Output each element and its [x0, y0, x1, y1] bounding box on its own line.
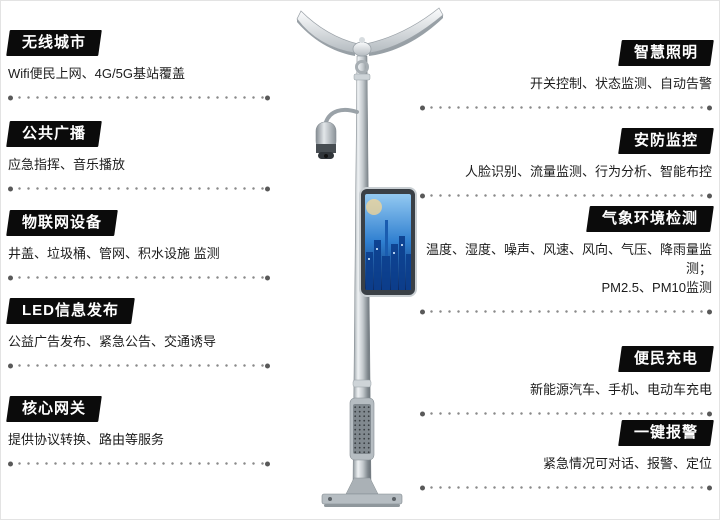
feature-title-box: LED信息发布	[8, 298, 133, 324]
feature-title: 公共广播	[22, 125, 87, 142]
lamp-hub-knob	[359, 37, 365, 43]
feature-wireless-city: 无线城市 Wifi便民上网、4G/5G基站覆盖	[8, 30, 288, 100]
pole-ring	[355, 60, 369, 74]
feature-title-box: 物联网设备	[8, 210, 116, 236]
dotted-connector	[8, 461, 270, 466]
lamp-hub	[352, 41, 372, 57]
feature-title: 物联网设备	[22, 214, 103, 231]
feature-sos-alarm: 一键报警 紧急情况可对话、报警、定位	[412, 420, 712, 490]
feature-desc-line2: PM2.5、PM10监测	[601, 280, 712, 295]
feature-desc: 井盖、垃圾桶、管网、积水设施 监测	[8, 246, 220, 261]
feature-title: 气象环境检测	[601, 210, 698, 227]
dotted-connector	[420, 411, 712, 416]
feature-desc: 应急指挥、音乐播放	[8, 157, 126, 172]
pole-collar-top	[353, 73, 371, 81]
feature-title-box: 安防监控	[620, 128, 712, 154]
feature-title: 便民充电	[633, 350, 698, 367]
feature-title: 一键报警	[633, 424, 698, 441]
feature-title: 无线城市	[22, 34, 87, 51]
security-camera-icon	[315, 107, 359, 159]
feature-desc: 开关控制、状态监测、自动告警	[529, 76, 712, 91]
feature-desc: Wifi便民上网、4G/5G基站覆盖	[8, 66, 185, 81]
dotted-connector	[8, 363, 270, 368]
feature-title-box: 便民充电	[620, 346, 712, 372]
pole-base	[321, 477, 403, 507]
led-screen	[359, 187, 417, 297]
dotted-connector	[420, 105, 712, 110]
dotted-connector	[8, 275, 270, 280]
feature-title-box: 一键报警	[620, 420, 712, 446]
feature-desc: 公益广告发布、紧急公告、交通诱导	[8, 334, 217, 349]
feature-desc: 紧急情况可对话、报警、定位	[542, 456, 712, 471]
feature-desc: 温度、湿度、噪声、风速、风向、气压、降雨量监测；	[425, 242, 712, 276]
feature-title-box: 无线城市	[8, 30, 100, 56]
dotted-connector	[8, 95, 270, 100]
smart-pole-svg	[296, 7, 444, 507]
city-skyline	[366, 236, 411, 290]
feature-title: 核心网关	[22, 400, 87, 417]
feature-title-box: 智慧照明	[620, 40, 712, 66]
smart-pole-illustration	[272, 0, 472, 520]
lamp-arm-left-icon	[296, 10, 359, 56]
lamp-arm-right-icon	[365, 7, 444, 56]
feature-title-box: 核心网关	[8, 396, 100, 422]
feature-security-monitoring: 安防监控 人脸识别、流量监测、行为分析、智能布控	[412, 128, 712, 198]
feature-iot-devices: 物联网设备 井盖、垃圾桶、管网、积水设施 监测	[8, 210, 288, 280]
feature-led-info: LED信息发布 公益广告发布、紧急公告、交通诱导	[8, 298, 288, 368]
feature-title: 智慧照明	[633, 44, 698, 61]
speaker-grille	[349, 397, 375, 461]
dotted-connector	[420, 193, 712, 198]
feature-desc: 提供协议转换、路由等服务	[8, 432, 165, 447]
feature-weather-monitoring: 气象环境检测 温度、湿度、噪声、风速、风向、气压、降雨量监测； PM2.5、PM…	[412, 206, 712, 314]
feature-core-gateway: 核心网关 提供协议转换、路由等服务	[8, 396, 288, 466]
feature-title: LED信息发布	[22, 302, 120, 319]
dotted-connector	[420, 485, 712, 490]
feature-title-box: 气象环境检测	[588, 206, 712, 232]
feature-desc: 人脸识别、流量监测、行为分析、智能布控	[464, 164, 712, 179]
feature-smart-lighting: 智慧照明 开关控制、状态监测、自动告警	[412, 40, 712, 110]
dotted-connector	[420, 309, 712, 314]
pole-collar-mid	[352, 379, 372, 388]
feature-ev-charging: 便民充电 新能源汽车、手机、电动车充电	[412, 346, 712, 416]
feature-public-broadcast: 公共广播 应急指挥、音乐播放	[8, 121, 288, 191]
feature-title: 安防监控	[633, 132, 698, 149]
feature-desc: 新能源汽车、手机、电动车充电	[529, 382, 712, 397]
feature-title-box: 公共广播	[8, 121, 100, 147]
dotted-connector	[8, 186, 270, 191]
